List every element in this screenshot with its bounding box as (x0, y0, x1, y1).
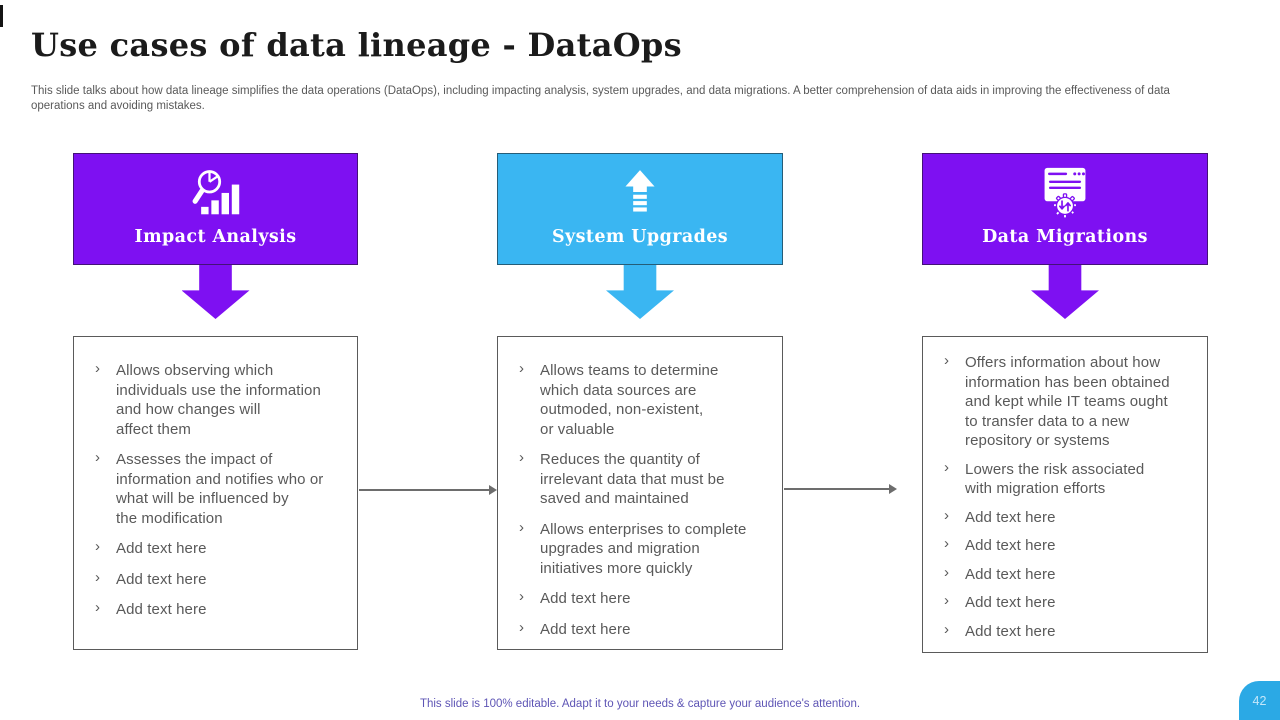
down-arrow-icon (181, 265, 250, 319)
bullet-marker: › (519, 449, 524, 466)
bullet-box-impact-analysis: › Allows observing which individuals use … (73, 336, 358, 650)
connector-line (784, 488, 891, 490)
bullet-text: Add text here (116, 570, 207, 588)
bullet-marker: › (519, 518, 524, 536)
bullet-box-data-migrations: › Offers information about how informatio… (922, 336, 1208, 653)
bullet-text: Allows observing which individuals use t… (116, 362, 321, 438)
bullet-text: Add text here (965, 508, 1056, 526)
connector-arrowhead-icon (489, 485, 497, 495)
bullet-list: › Offers information about how informatio… (944, 352, 1197, 642)
bullet-marker: › (944, 620, 949, 638)
bullet-item: › Reduces the quantity of irrelevant data… (519, 449, 772, 509)
bullet-item: › Add text here (95, 599, 347, 620)
bullet-marker: › (519, 360, 524, 377)
bullet-text: Add text here (540, 620, 631, 638)
header-label: System Upgrades (551, 227, 728, 247)
bullet-box-system-upgrades: › Allows teams to determine which data so… (497, 336, 783, 650)
bullet-text: Offers information about how information… (965, 354, 1170, 449)
bullet-item: › Add text here (944, 535, 1197, 556)
bullet-item: › Allows enterprises to complete upgrades… (519, 519, 772, 579)
bullet-marker: › (95, 360, 100, 377)
bullet-item: › Add text here (944, 564, 1197, 585)
bullet-item: › Add text here (944, 592, 1197, 613)
footer-note: This slide is 100% editable. Adapt it to… (419, 698, 861, 710)
bullet-text: Add text here (540, 590, 631, 607)
bullet-item: › Add text here (95, 538, 347, 559)
bullet-text: Add text here (116, 540, 207, 557)
bullet-marker: › (944, 352, 949, 369)
bullet-item: › Allows observing which individuals use … (95, 360, 347, 439)
bullet-item: › Allows teams to determine which data so… (519, 360, 772, 439)
bullet-item: › Add text here (519, 619, 772, 640)
column-data-migrations: Data Migrations › Offers information abou… (922, 153, 1208, 653)
bullet-text: Allows enterprises to complete upgrades … (540, 520, 747, 577)
page-number: 42 (1252, 693, 1267, 708)
bullet-marker: › (944, 592, 949, 609)
bullet-marker: › (944, 563, 949, 581)
bullet-marker: › (95, 568, 100, 586)
bullet-text: Add text here (965, 622, 1056, 640)
bullet-item: › Add text here (944, 507, 1197, 528)
bullet-marker: › (519, 618, 524, 636)
magnifier-bar-chart-icon (190, 165, 242, 219)
bullet-marker: › (95, 538, 100, 555)
header-label: Impact Analysis (134, 227, 297, 247)
connector-arrowhead-icon (889, 484, 897, 494)
column-impact-analysis: Impact Analysis › Allows observing which … (73, 153, 358, 650)
bullet-text: Reduces the quantity of irrelevant data … (540, 451, 725, 507)
bullet-text: Allows teams to determine which data sou… (540, 362, 719, 438)
connector-arrow-2 (784, 484, 897, 494)
connector-line (359, 489, 491, 491)
header-system-upgrades: System Upgrades (497, 153, 783, 265)
bullet-text: Add text here (116, 601, 207, 618)
bullet-marker: › (944, 458, 949, 476)
bullet-item: › Add text here (519, 588, 772, 609)
header-label: Data Migrations (982, 227, 1148, 247)
bullet-text: Assesses the impact of information and n… (116, 451, 324, 527)
bullet-item: › Assesses the impact of information and … (95, 449, 347, 528)
bullet-text: Add text here (965, 594, 1056, 611)
down-arrow-icon (1031, 265, 1099, 319)
bullet-list: › Allows teams to determine which data so… (519, 360, 772, 640)
bullet-text: Add text here (965, 565, 1056, 583)
page-number-badge: 42 (1239, 681, 1280, 720)
bullet-item: › Add text here (95, 569, 347, 590)
bullet-item: › Lowers the risk associated with migrati… (944, 459, 1197, 499)
corner-tick (0, 5, 3, 27)
upgrade-up-arrow-icon (620, 165, 660, 219)
bullet-item: › Add text here (944, 621, 1197, 642)
connector-arrow-1 (359, 485, 497, 495)
bullet-marker: › (95, 599, 100, 616)
bullet-marker: › (944, 535, 949, 552)
bullet-marker: › (95, 449, 100, 466)
bullet-text: Lowers the risk associated with migratio… (965, 460, 1145, 498)
slide-subtitle: This slide talks about how data lineage … (31, 85, 1170, 112)
bullet-list: › Allows observing which individuals use … (95, 360, 347, 620)
down-arrow-icon (606, 265, 674, 319)
header-impact-analysis: Impact Analysis (73, 153, 358, 265)
bullet-item: › Offers information about how informatio… (944, 352, 1197, 451)
bullet-marker: › (519, 588, 524, 605)
header-data-migrations: Data Migrations (922, 153, 1208, 265)
bullet-text: Add text here (965, 537, 1056, 554)
page-title: Use cases of data lineage - DataOps (31, 26, 682, 64)
bullet-marker: › (944, 506, 949, 524)
window-gear-transfer-icon (1039, 165, 1091, 219)
column-system-upgrades: System Upgrades › Allows teams to determi… (497, 153, 783, 650)
